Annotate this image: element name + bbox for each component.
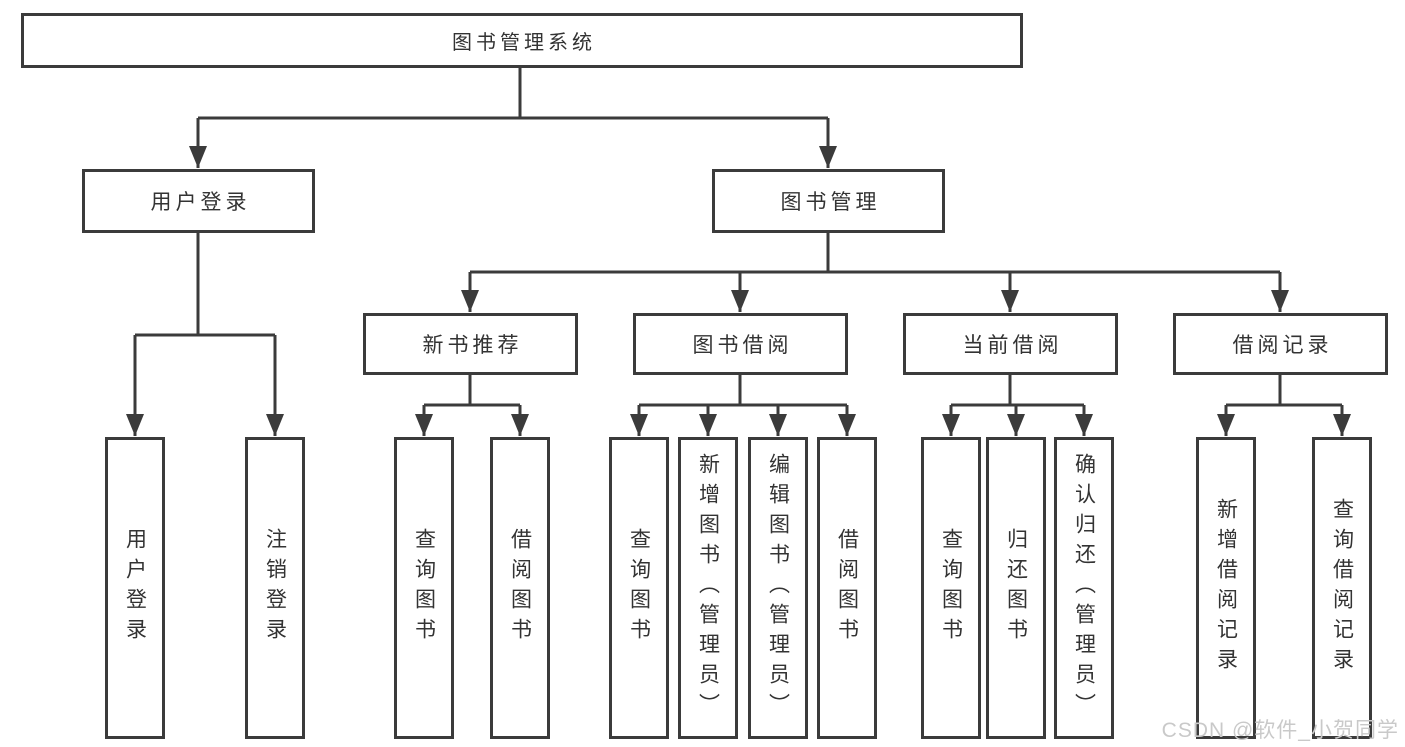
node-book-management: 图书管理: [712, 169, 945, 233]
node-label: 借阅图书: [835, 528, 859, 648]
node-label: 查询图书: [412, 528, 436, 648]
node-user-login: 用户登录: [82, 169, 315, 233]
node-leaf-records-add-record: 新增借阅记录: [1196, 437, 1256, 739]
node-leaf-borrow-query-books: 查询图书: [609, 437, 669, 739]
node-label: 编辑图书（管理员）: [766, 453, 790, 723]
connector-trunks: [135, 66, 1342, 407]
node-leaf-logout: 注销登录: [245, 437, 305, 739]
node-label: 归还图书: [1004, 528, 1028, 648]
csdn-watermark: CSDN @软件_小贺同学: [1161, 719, 1399, 742]
node-label: 查询图书: [627, 528, 651, 648]
node-label: 查询借阅记录: [1330, 498, 1354, 678]
node-leaf-current-query-books: 查询图书: [921, 437, 981, 739]
node-label: 确认归还（管理员）: [1072, 453, 1096, 723]
node-root-system: 图书管理系统: [21, 13, 1023, 68]
node-label: 新增图书（管理员）: [696, 453, 720, 723]
node-label: 用户登录: [150, 191, 251, 214]
node-label: 图书管理: [780, 191, 881, 214]
node-label: 当前借阅: [962, 334, 1063, 357]
node-leaf-rec-query-books: 查询图书: [394, 437, 454, 739]
node-book-borrowing: 图书借阅: [633, 313, 848, 375]
node-label: 新书推荐: [422, 334, 523, 357]
node-leaf-current-return-books: 归还图书: [986, 437, 1046, 739]
node-label: 借阅图书: [508, 528, 532, 648]
node-leaf-borrow-borrow-books: 借阅图书: [817, 437, 877, 739]
node-label: 注销登录: [263, 528, 287, 648]
node-label: 图书管理系统: [452, 32, 596, 54]
connector-arrows: [126, 118, 1351, 436]
node-label: 用户登录: [123, 528, 147, 648]
node-current-borrowing: 当前借阅: [903, 313, 1118, 375]
node-borrowing-records: 借阅记录: [1173, 313, 1388, 375]
node-leaf-borrow-add-books-admin: 新增图书（管理员）: [678, 437, 738, 739]
node-new-book-recommend: 新书推荐: [363, 313, 578, 375]
node-label: 新增借阅记录: [1214, 498, 1238, 678]
node-leaf-records-query-record: 查询借阅记录: [1312, 437, 1372, 739]
node-leaf-user-login: 用户登录: [105, 437, 165, 739]
node-label: 查询图书: [939, 528, 963, 648]
node-label: 图书借阅: [692, 334, 793, 357]
node-leaf-borrow-edit-books-admin: 编辑图书（管理员）: [748, 437, 808, 739]
node-leaf-rec-borrow-books: 借阅图书: [490, 437, 550, 739]
node-label: 借阅记录: [1232, 334, 1333, 357]
node-leaf-current-confirm-return-admin: 确认归还（管理员）: [1054, 437, 1114, 739]
